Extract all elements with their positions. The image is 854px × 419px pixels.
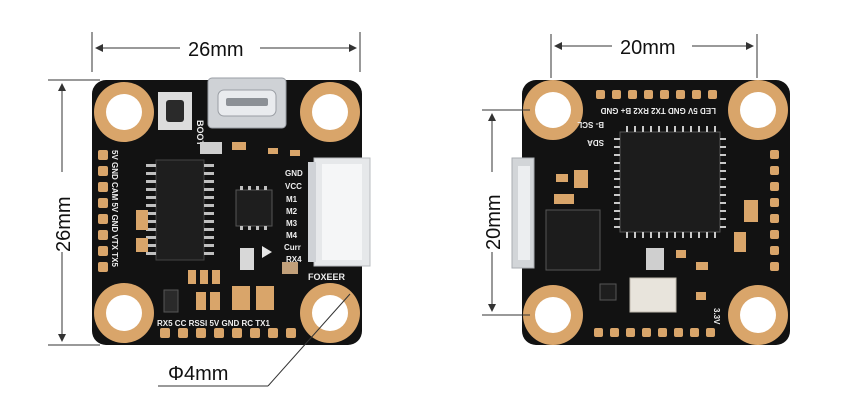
- right-width-dimension: 20mm: [550, 34, 758, 78]
- left-width-dimension: 26mm: [91, 32, 361, 72]
- right-components: [545, 170, 758, 313]
- right-top-pads: [596, 90, 717, 99]
- pin-m1: M1: [286, 195, 298, 204]
- left-mounting-holes: [94, 82, 360, 343]
- left-flight-controller-board: BOOT GND VCC M1 M2 M3 M4 Curr RX4: [92, 77, 371, 345]
- right-width-label: 20mm: [620, 37, 676, 59]
- right-height-label: 20mm: [483, 194, 505, 250]
- right-height-dimension: 20mm: [480, 109, 530, 316]
- usb-connector: [207, 77, 287, 129]
- sda-label: SDA: [587, 138, 604, 147]
- left-edge-pads: [98, 150, 108, 272]
- left-height-dimension: 26mm: [48, 79, 100, 346]
- left-main-ic: [146, 159, 214, 261]
- boot-button: [158, 92, 192, 130]
- boot-label: BOOT: [195, 120, 205, 147]
- pin-vcc: VCC: [285, 182, 302, 191]
- bottom-edge-labels: RX5 CC RSSI 5V GND RC TX1: [157, 319, 270, 328]
- brand-label: FOXEER: [308, 272, 346, 282]
- right-side-connector: [511, 157, 535, 269]
- left-components: [136, 142, 300, 313]
- right-mounting-holes: [523, 80, 788, 345]
- left-height-label: 26mm: [53, 196, 75, 252]
- left-edge-labels: 5V GND CAM 5V GND VTX TX5: [110, 150, 119, 267]
- right-flight-controller-board: LED 5V GND TX2 RX2 B+ GND B- SCL SDA: [511, 80, 790, 345]
- left-pcb: [92, 80, 362, 345]
- pin-m3: M3: [286, 219, 298, 228]
- voltage-label: 3.3V: [712, 308, 721, 325]
- right-top-labels: LED 5V GND TX2 RX2 B+ GND: [600, 106, 716, 115]
- bottom-edge-pads: [160, 328, 296, 338]
- pin-curr: Curr: [284, 243, 301, 252]
- right-bottom-pads: [594, 328, 715, 337]
- right-mcu: [614, 126, 726, 238]
- connector-pin-labels: GND VCC M1 M2 M3 M4 Curr RX4: [284, 169, 303, 264]
- pin-rx4: RX4: [286, 255, 302, 264]
- left-small-ic: [235, 186, 273, 230]
- left-width-label: 26mm: [188, 39, 244, 61]
- right-edge-pads: [770, 150, 779, 271]
- hole-diameter-dimension: Φ4mm: [158, 293, 351, 387]
- scl-label: B- SCL: [577, 120, 604, 129]
- pin-m4: M4: [286, 231, 298, 240]
- pin-gnd: GND: [285, 169, 303, 178]
- pin-m2: M2: [286, 207, 298, 216]
- motor-connector: [308, 157, 371, 267]
- hole-diameter-label: Φ4mm: [168, 363, 228, 385]
